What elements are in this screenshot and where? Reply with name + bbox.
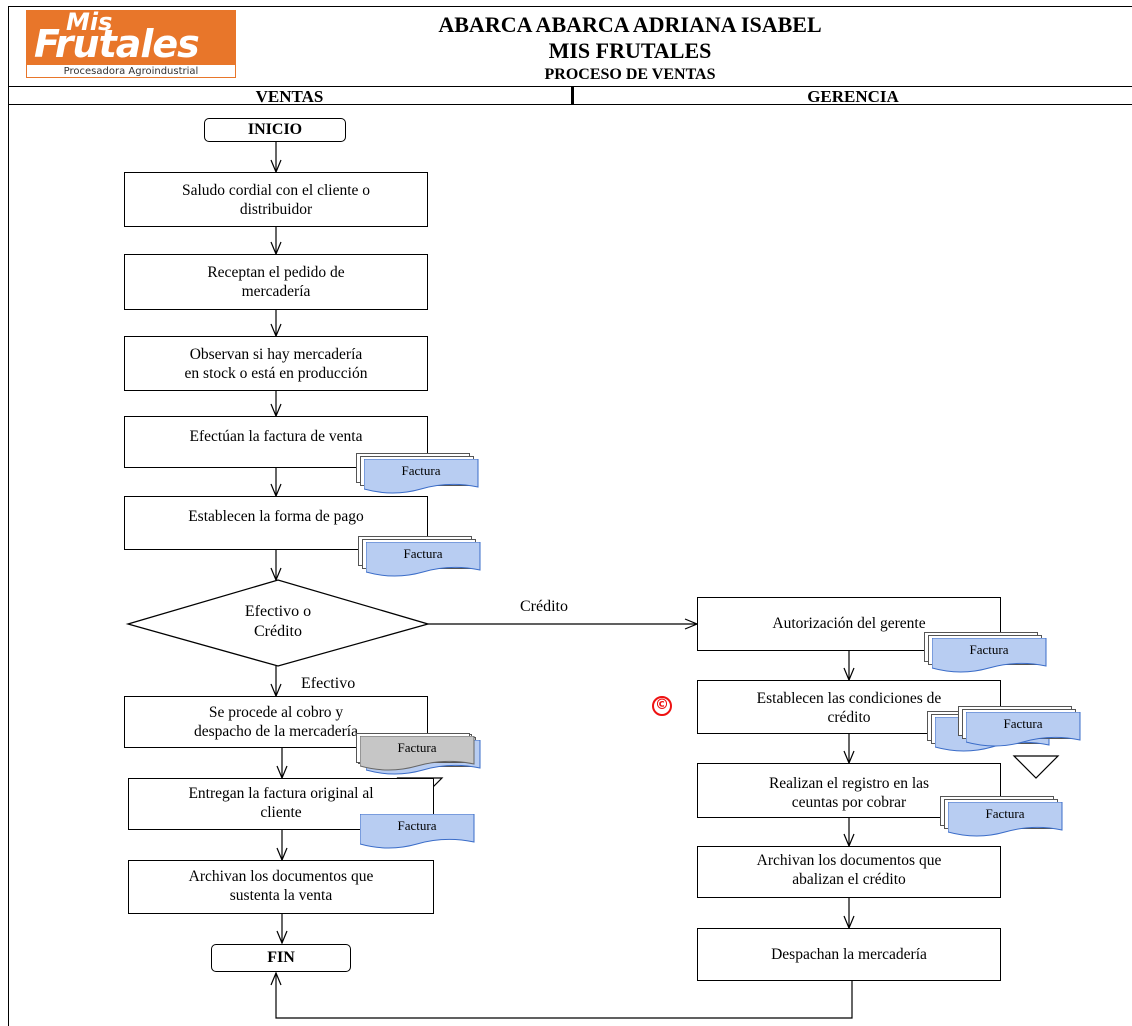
document-factura-archived: Factura — [356, 733, 480, 772]
branch-efectivo-label: Efectivo — [301, 675, 356, 692]
logo-frutales-text: Frutales — [34, 22, 200, 66]
document-label: Factura — [397, 740, 437, 755]
document-label: Factura — [985, 806, 1025, 821]
lane-ventas: VENTAS — [255, 87, 324, 106]
step-entrega: Entregan la factura original al cliente — [128, 778, 434, 830]
logo-tagline: Procesadora Agroindustrial — [26, 64, 236, 78]
step-saludo: Saludo cordial con el cliente o distribu… — [124, 172, 428, 227]
step-despachan: Despachan la mercadería — [697, 928, 1001, 981]
document-factura: Factura — [360, 814, 480, 850]
document-factura: Factura — [940, 796, 1068, 838]
decision-diamond — [125, 579, 431, 667]
document-label: Factura — [969, 642, 1009, 657]
lane-separator — [571, 86, 574, 104]
header-divider — [8, 86, 1132, 87]
brand-title: MIS FRUTALES — [548, 38, 712, 63]
document-factura: Factura — [356, 453, 484, 495]
lane-header-divider — [8, 104, 1132, 105]
branch-credito-label: Crédito — [520, 598, 568, 615]
step-pedido: Receptan el pedido de mercadería — [124, 254, 428, 310]
document-label: Factura — [1003, 716, 1043, 731]
process-title: PROCESO DE VENTAS — [544, 66, 716, 83]
step-archivan-credito: Archivan los documentos que abalizan el … — [697, 846, 1001, 898]
document-factura: Factura — [958, 706, 1086, 748]
copyright-icon: © — [652, 696, 672, 716]
file-triangle-gerencia — [1012, 755, 1060, 779]
document-factura: Factura — [358, 536, 486, 578]
decision-text: Efectivo o Crédito — [244, 603, 312, 640]
step-archivan-venta: Archivan los documentos que sustenta la … — [128, 860, 434, 914]
document-label: Factura — [401, 463, 441, 478]
document-label: Factura — [397, 818, 437, 833]
company-title: ABARCA ABARCA ADRIANA ISABEL — [438, 12, 822, 37]
end-terminal: FIN — [211, 944, 351, 972]
lane-gerencia: GERENCIA — [807, 87, 899, 106]
logo-mis-text: Mis — [66, 8, 113, 36]
step-stock: Observan si hay mercadería en stock o es… — [124, 336, 428, 391]
document-label: Factura — [403, 546, 443, 561]
diagram-frame — [8, 6, 1132, 1026]
step-autorizacion: Autorización del gerente — [697, 597, 1001, 651]
document-factura: Factura — [924, 632, 1052, 674]
mis-frutales-logo: Mis Frutales Procesadora Agroindustrial — [26, 8, 236, 78]
arrow-despachan-fin — [276, 973, 853, 1019]
start-terminal: INICIO — [204, 118, 346, 142]
